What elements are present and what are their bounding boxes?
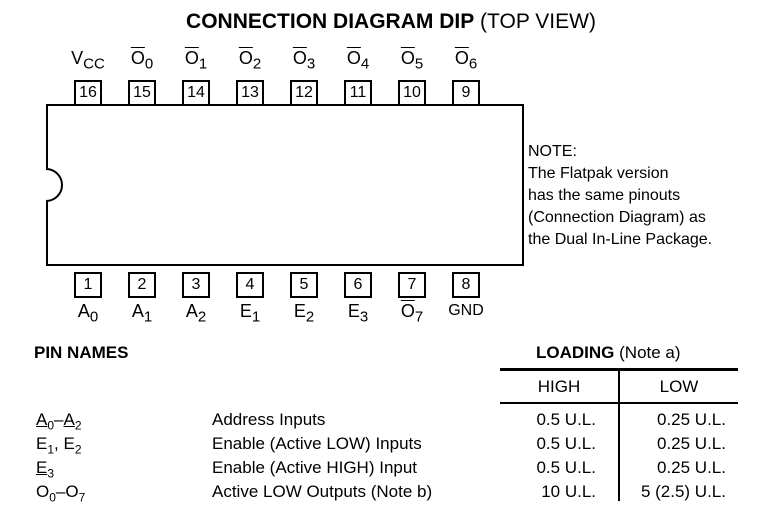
pin-name-cell: E1, E2	[36, 434, 82, 457]
pin-10-label: O5	[400, 48, 424, 73]
pin-3-number: 3	[182, 272, 210, 298]
pin-5-label: E2	[293, 301, 315, 326]
pin-5-number: 5	[290, 272, 318, 298]
pin-11-number: 11	[344, 80, 372, 106]
pin-description-cell: Address Inputs	[212, 410, 326, 429]
loading-heading: LOADING (Note a)	[536, 343, 681, 363]
pin-description-cell: Enable (Active LOW) Inputs	[212, 434, 422, 453]
pin-names-heading: PIN NAMES	[34, 343, 129, 362]
pin-12-number: 12	[290, 80, 318, 106]
note-line: The Flatpak version	[528, 165, 669, 182]
note-line: (Connection Diagram) as	[528, 209, 706, 226]
pin-10-number: 10	[398, 80, 426, 106]
diagram-title-suffix: (TOP VIEW)	[480, 10, 596, 33]
pin-16-number: 16	[74, 80, 102, 106]
chip-notch	[44, 168, 63, 202]
pin-6-number: 6	[344, 272, 372, 298]
flatpak-note: NOTE: The Flatpak version has the same pin…	[528, 141, 712, 251]
pin-14-label: O1	[184, 48, 208, 73]
note-line: NOTE:	[528, 143, 577, 160]
pin-9-label: O6	[454, 48, 478, 73]
pin-name-cell: O0–O7	[36, 482, 86, 505]
loading-high-cell: 0.5 U.L.	[536, 434, 596, 453]
pin-7-label: O7	[400, 301, 424, 326]
col-low-header: LOW	[659, 377, 699, 396]
loading-low-cell: 5 (2.5) U.L.	[640, 482, 726, 501]
col-high-header: HIGH	[537, 377, 581, 396]
note-line: the Dual In-Line Package.	[528, 231, 713, 248]
chip-body	[46, 104, 524, 266]
diagram-title: CONNECTION DIAGRAM DIP (TOP VIEW)	[0, 10, 782, 34]
pin-13-number: 13	[236, 80, 264, 106]
loading-high-cell: 10 U.L.	[541, 482, 596, 501]
pin-6-label: E3	[347, 301, 369, 326]
pin-16-label: VCC	[71, 48, 105, 73]
loading-heading-text: LOADING	[536, 343, 615, 362]
loading-high-cell: 0.5 U.L.	[536, 458, 596, 477]
loading-low-cell: 0.25 U.L.	[657, 434, 726, 453]
pin-4-number: 4	[236, 272, 264, 298]
pin-name-cell: E3	[36, 458, 55, 481]
pin-12-label: O3	[292, 48, 316, 73]
loading-high-cell: 0.5 U.L.	[536, 410, 596, 429]
table-column-divider	[618, 371, 620, 501]
pin-14-number: 14	[182, 80, 210, 106]
pin-9-number: 9	[452, 80, 480, 106]
pin-15-label: O0	[130, 48, 154, 73]
loading-note: (Note a)	[619, 343, 681, 362]
pin-8-label: GND	[448, 302, 484, 319]
pin-4-label: E1	[239, 301, 261, 326]
pin-3-label: A2	[185, 301, 207, 326]
loading-low-cell: 0.25 U.L.	[657, 458, 726, 477]
pin-name-cell: A0–A2	[36, 410, 82, 433]
pin-7-number: 7	[398, 272, 426, 298]
pin-1-label: A0	[77, 301, 99, 326]
pin-11-label: O4	[346, 48, 370, 73]
pin-2-number: 2	[128, 272, 156, 298]
pin-15-number: 15	[128, 80, 156, 106]
pin-description-cell: Active LOW Outputs (Note b)	[212, 482, 433, 501]
pin-2-label: A1	[131, 301, 153, 326]
pin-13-label: O2	[238, 48, 262, 73]
pin-1-number: 1	[74, 272, 102, 298]
pin-description-cell: Enable (Active HIGH) Input	[212, 458, 418, 477]
loading-low-cell: 0.25 U.L.	[657, 410, 726, 429]
table-top-rule	[500, 368, 738, 371]
diagram-title-bold: CONNECTION DIAGRAM DIP	[186, 10, 475, 33]
pin-8-number: 8	[452, 272, 480, 298]
note-line: has the same pinouts	[528, 187, 681, 204]
